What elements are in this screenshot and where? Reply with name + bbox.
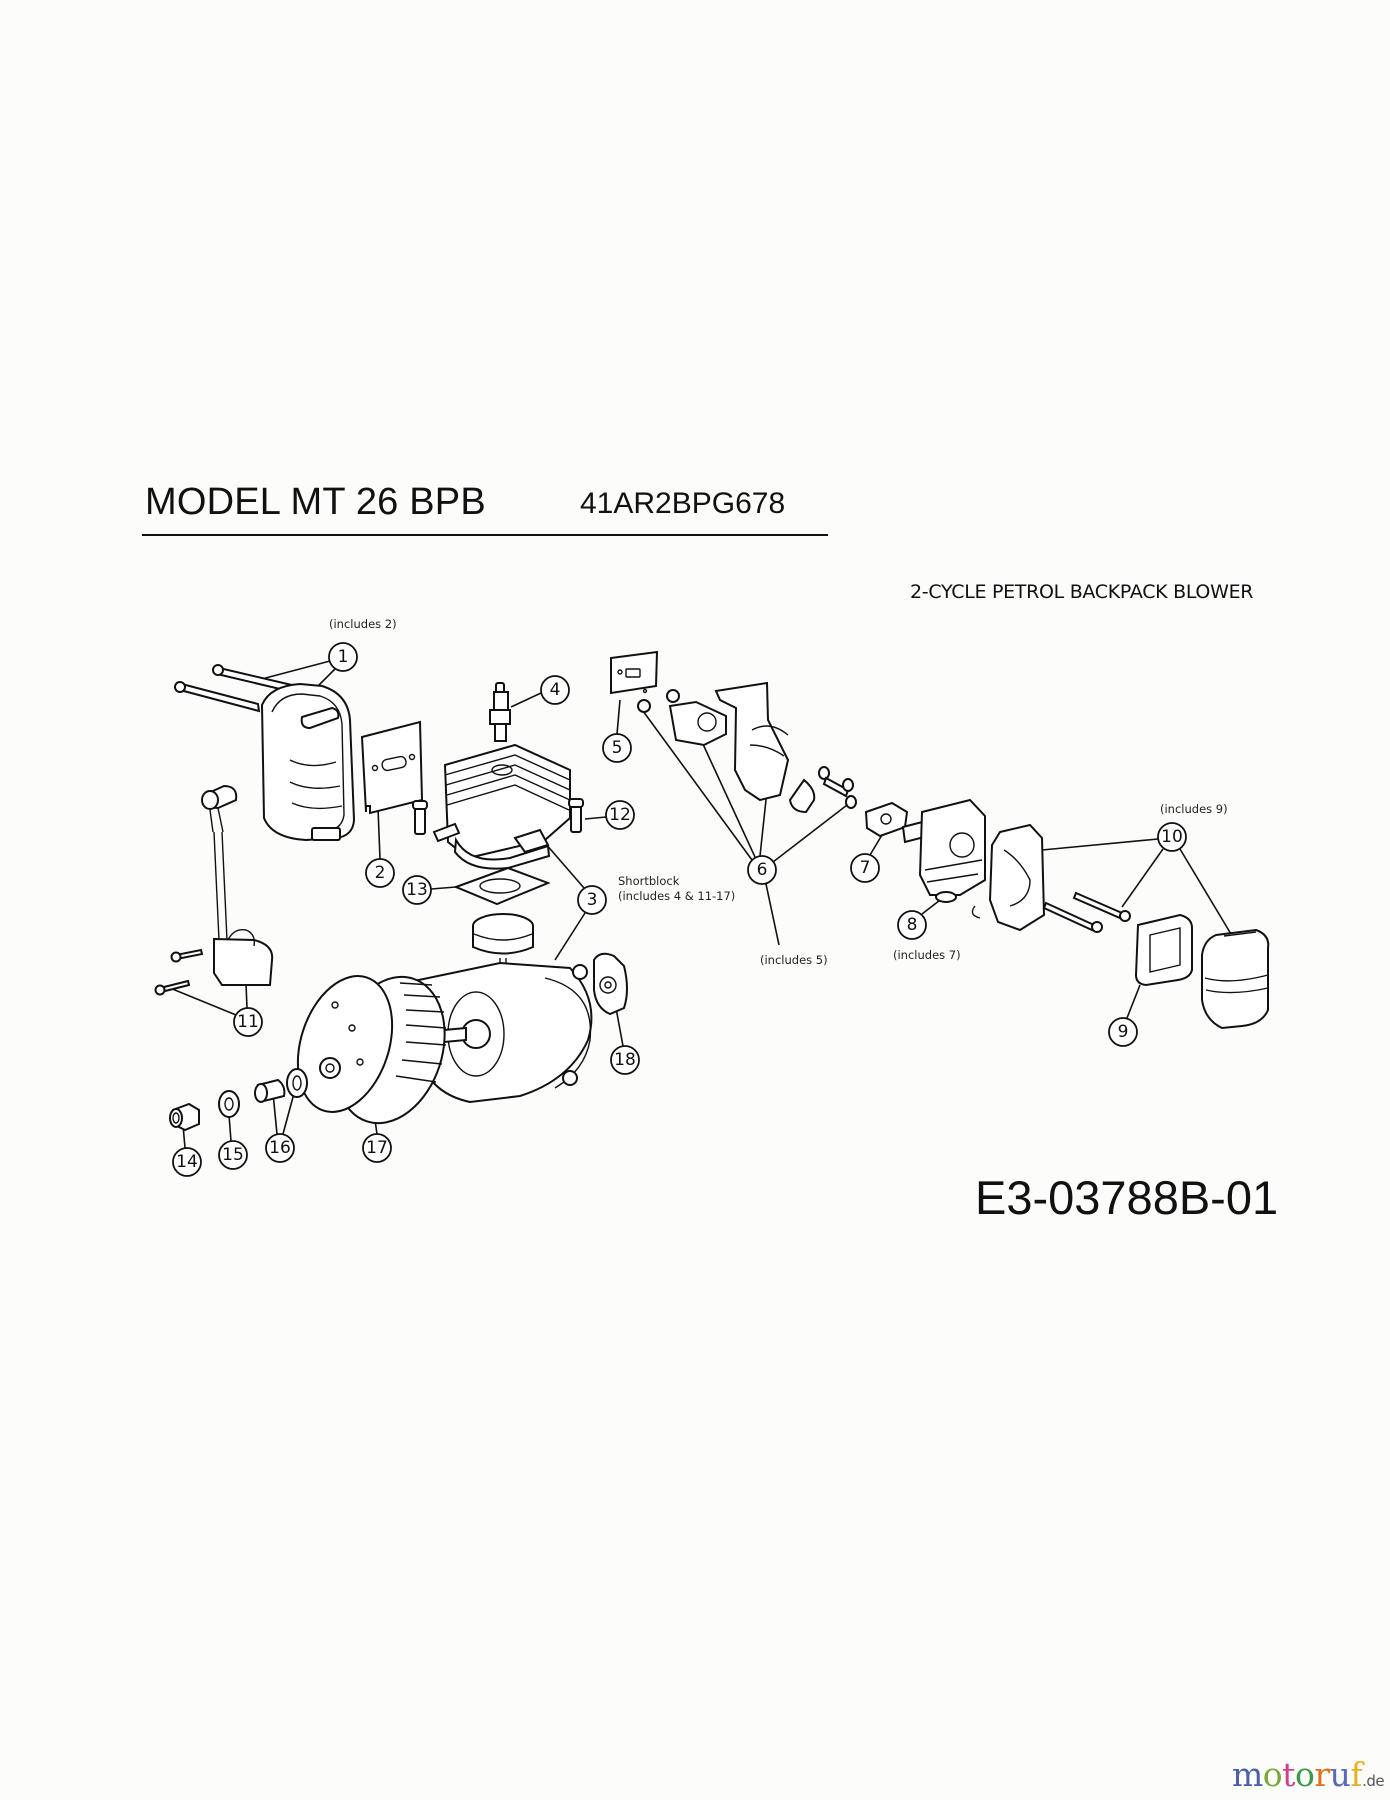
svg-text:16: 16	[269, 1138, 291, 1158]
note-includes-5: (includes 5)	[760, 953, 828, 967]
callout-1: 1	[328, 642, 358, 672]
callout-6: 6	[747, 855, 777, 885]
motoruf-logo: motoruf.de	[1232, 1755, 1385, 1794]
part-intake-adapter	[637, 681, 857, 814]
logo-letter: o	[1294, 1755, 1315, 1794]
svg-text:12: 12	[609, 805, 631, 825]
part-carburetor-gasket	[864, 801, 909, 838]
logo-letter: r	[1314, 1755, 1330, 1794]
callout-18: 18	[610, 1045, 640, 1075]
svg-text:7: 7	[860, 858, 871, 878]
note-includes-7: (includes 7)	[893, 948, 961, 962]
svg-text:2: 2	[375, 863, 386, 883]
part-muffler-gasket	[360, 720, 424, 815]
callout-16: 16	[265, 1133, 295, 1163]
title-underline	[142, 534, 828, 536]
svg-text:1: 1	[338, 647, 349, 667]
callout-13: 13	[402, 875, 432, 905]
part-starter-pulley	[593, 952, 628, 1016]
part-air-filter-base	[971, 823, 1046, 932]
callout-10: 10	[1157, 822, 1187, 852]
part-muffler	[174, 664, 356, 842]
part-insulator-gasket	[610, 650, 659, 695]
callout-15: 15	[218, 1140, 248, 1170]
drawing-number: E3-03788B-01	[975, 1171, 1279, 1224]
part-cylinder	[432, 743, 571, 870]
note-shortblock-title: Shortblock	[618, 874, 680, 888]
logo-letter: f	[1350, 1755, 1363, 1794]
part-carburetor	[901, 798, 986, 903]
part-air-filter-cover	[1201, 928, 1270, 1030]
svg-text:5: 5	[612, 738, 623, 758]
logo-letter: o	[1262, 1755, 1283, 1794]
leader-lines	[169, 660, 1232, 1149]
svg-text:6: 6	[757, 860, 768, 880]
part-air-filter-screws	[1042, 891, 1131, 933]
svg-text:3: 3	[587, 890, 598, 910]
part-flywheel-nut	[169, 1102, 200, 1132]
part-spark-plug-boot	[201, 784, 238, 941]
svg-text:8: 8	[907, 915, 918, 935]
svg-text:10: 10	[1161, 827, 1183, 847]
callout-11: 11	[233, 1007, 263, 1037]
callout-17: 17	[362, 1133, 392, 1163]
part-spark-plug	[489, 682, 511, 742]
part-spacer-washer	[254, 1068, 308, 1103]
part-flywheel	[296, 975, 447, 1125]
part-washer	[218, 1090, 240, 1118]
note-includes-2: (includes 2)	[329, 617, 397, 631]
svg-text:14: 14	[176, 1152, 198, 1172]
svg-text:9: 9	[1118, 1022, 1129, 1042]
callout-14: 14	[172, 1147, 202, 1177]
part-cylinder-bolts	[412, 798, 584, 835]
callout-2: 2	[365, 858, 395, 888]
callout-3: 3	[577, 885, 607, 915]
note-includes-9: (includes 9)	[1160, 802, 1228, 816]
part-base-gasket	[453, 866, 551, 906]
logo-letter: t	[1282, 1755, 1295, 1794]
logo-tld: .de	[1362, 1772, 1385, 1790]
callout-7: 7	[850, 853, 880, 883]
callout-9: 9	[1108, 1017, 1138, 1047]
callout-5: 5	[602, 733, 632, 763]
svg-text:13: 13	[406, 880, 428, 900]
callout-12: 12	[605, 800, 635, 830]
logo-letter: u	[1329, 1755, 1351, 1794]
part-air-filter-element	[1134, 913, 1193, 987]
model-title: MODEL MT 26 BPB	[145, 481, 486, 523]
svg-text:17: 17	[366, 1138, 388, 1158]
model-number: 41AR2BPG678	[580, 487, 786, 520]
svg-text:11: 11	[237, 1012, 259, 1032]
svg-text:18: 18	[614, 1050, 636, 1070]
note-shortblock-includes: (includes 4 & 11-17)	[618, 889, 736, 903]
callout-4: 4	[540, 675, 570, 705]
part-ignition-module	[154, 929, 274, 996]
product-subtitle: 2-CYCLE PETROL BACKPACK BLOWER	[910, 581, 1254, 603]
callout-8: 8	[897, 910, 927, 940]
svg-text:15: 15	[222, 1145, 244, 1165]
logo-letter: m	[1232, 1755, 1263, 1794]
svg-text:4: 4	[550, 680, 561, 700]
